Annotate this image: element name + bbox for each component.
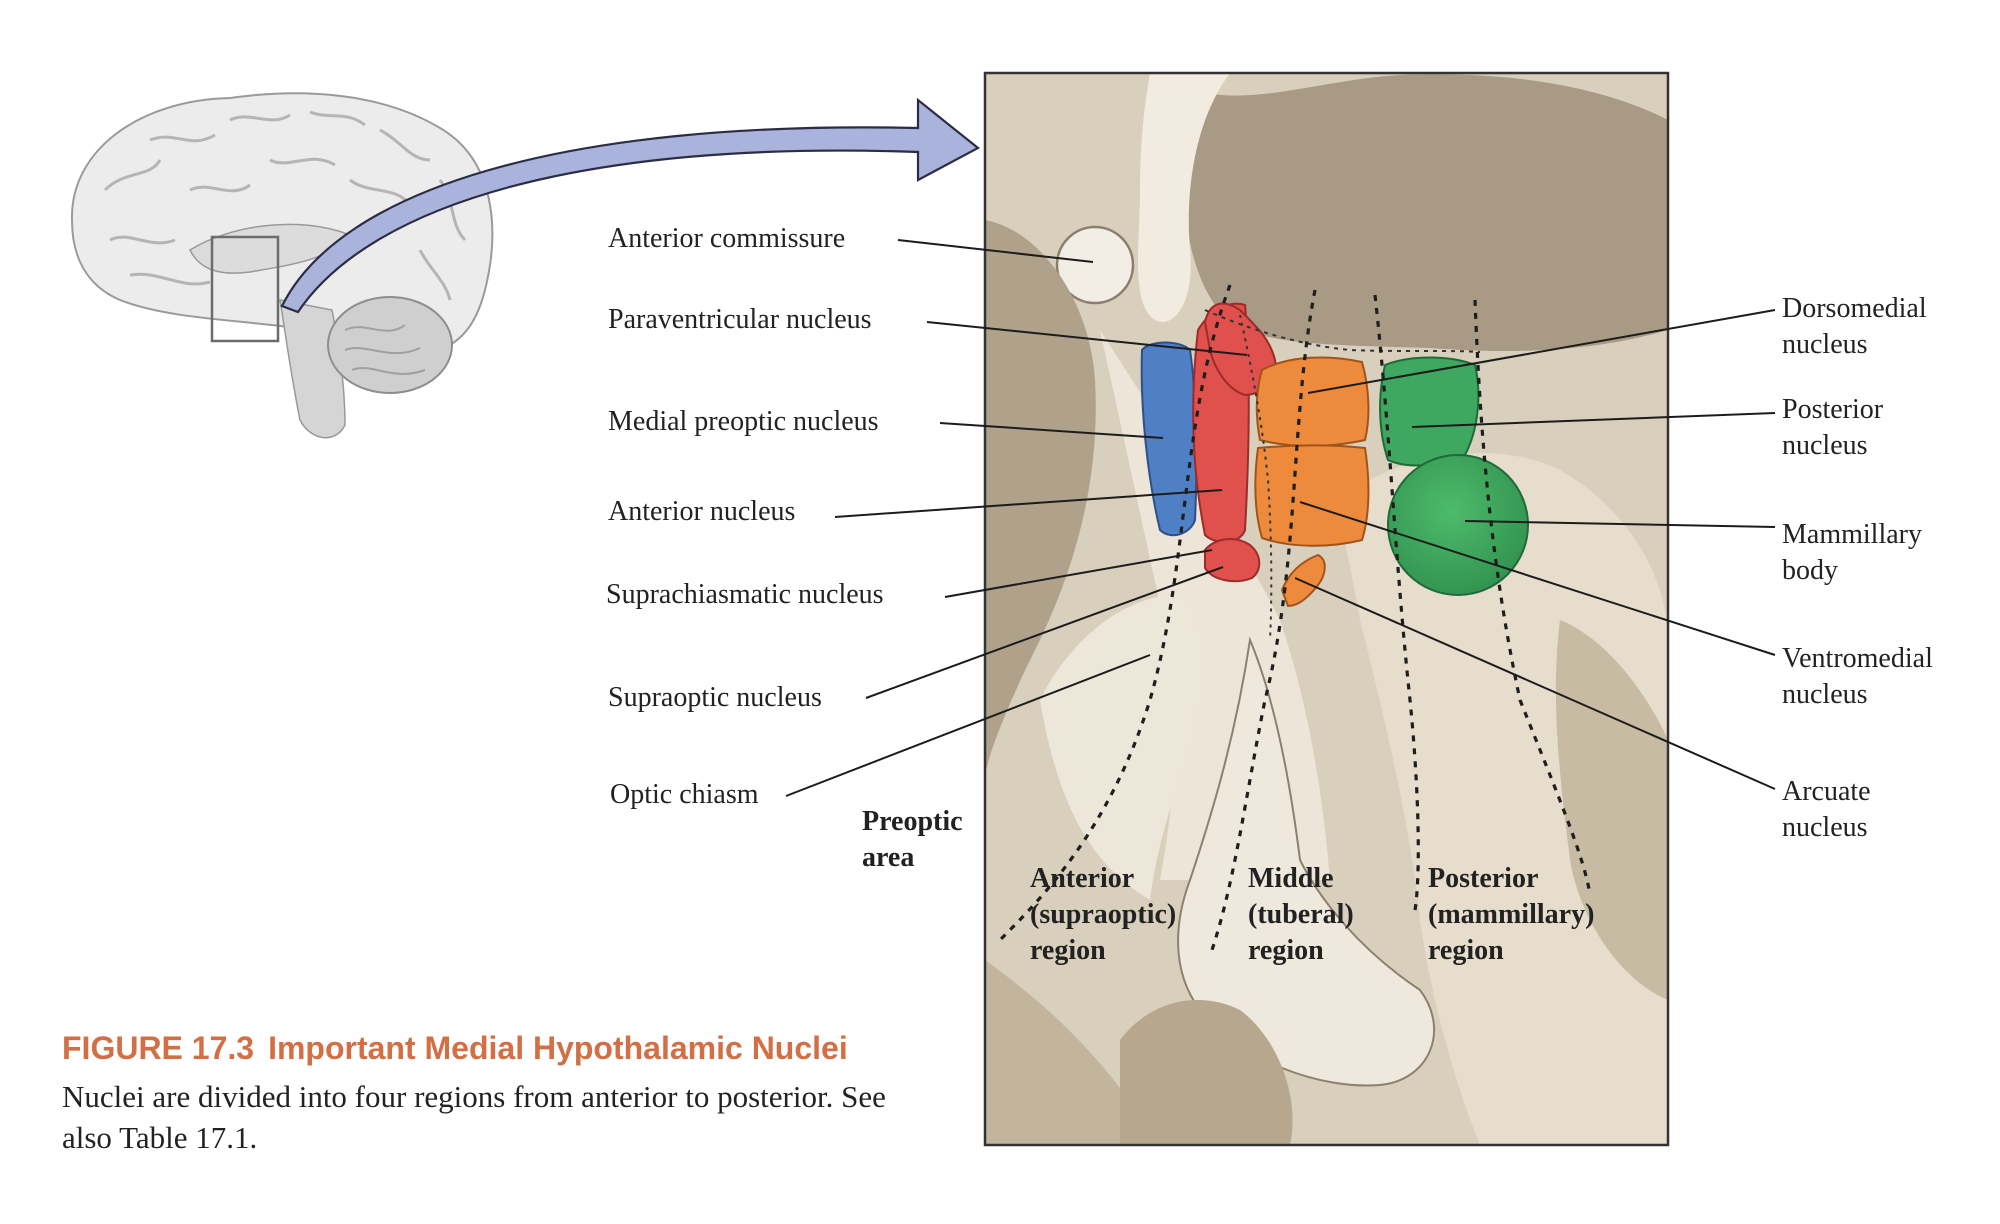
label-dorsomedial-nucleus: Dorsomedial nucleus	[1782, 291, 1927, 363]
label-paraventricular-nucleus: Paraventricular nucleus	[608, 304, 872, 335]
region-preoptic-area: Preoptic area	[862, 804, 963, 876]
label-suprachiasmatic-nucleus: Suprachiasmatic nucleus	[606, 579, 884, 610]
figure-caption: Nuclei are divided into four regions fro…	[62, 1079, 886, 1155]
label-mammillary-line2: body	[1782, 555, 1838, 586]
label-arcuate-line1: Arcuate	[1782, 776, 1871, 807]
label-posterior-nucleus: Posterior nucleus	[1782, 392, 1883, 464]
label-ventromedial-nucleus: Ventromedial nucleus	[1782, 641, 1933, 713]
region-posterior-line1: Posterior	[1428, 863, 1539, 894]
label-dorsomedial-line1: Dorsomedial	[1782, 293, 1927, 324]
region-posterior: Posterior (mammillary) region	[1428, 861, 1594, 969]
label-medial-preoptic-nucleus: Medial preoptic nucleus	[608, 406, 879, 437]
label-dorsomedial-line2: nucleus	[1782, 329, 1868, 360]
arcuate-nucleus-shape	[1280, 553, 1326, 608]
label-mammillary-body: Mammillary body	[1782, 517, 1922, 589]
posterior-nucleus-shape	[1379, 356, 1480, 467]
region-preoptic-line2: area	[862, 842, 915, 873]
ventromedial-nucleus-shape	[1254, 444, 1370, 547]
region-middle-line3: region	[1248, 935, 1324, 966]
suprachiasmatic-nucleus-shape	[1204, 538, 1261, 583]
zoom-arrow	[280, 97, 980, 314]
region-anterior: Anterior (supraoptic) region	[1030, 861, 1176, 969]
label-arcuate-nucleus: Arcuate nucleus	[1782, 774, 1871, 846]
brain-thumbnail	[70, 92, 494, 439]
dorsomedial-nucleus-shape	[1255, 356, 1370, 447]
label-mammillary-line1: Mammillary	[1782, 519, 1922, 550]
hypothalamus-panel	[985, 73, 1668, 1145]
leader-lines	[785, 239, 1776, 797]
label-supraoptic-nucleus: Supraoptic nucleus	[608, 682, 822, 713]
region-middle-line2: (tuberal)	[1248, 899, 1354, 930]
label-anterior-nucleus: Anterior nucleus	[608, 496, 796, 527]
region-anterior-line3: region	[1030, 935, 1106, 966]
region-posterior-line3: region	[1428, 935, 1504, 966]
label-posterior-line2: nucleus	[1782, 430, 1868, 461]
label-ventromedial-line2: nucleus	[1782, 679, 1868, 710]
label-anterior-commissure: Anterior commissure	[608, 223, 846, 254]
region-middle-line1: Middle	[1248, 863, 1334, 894]
label-arcuate-line2: nucleus	[1782, 812, 1868, 843]
region-anterior-line2: (supraoptic)	[1030, 899, 1177, 930]
paraventricular-nucleus-shape	[1203, 302, 1277, 397]
figure-title: FIGURE 17.3 Important Medial Hypothalamic…	[62, 1030, 848, 1067]
mammillary-body-shape	[1387, 454, 1529, 596]
region-middle: Middle (tuberal) region	[1248, 861, 1354, 969]
brain-inset-box	[210, 235, 280, 343]
region-preoptic-line1: Preoptic	[862, 806, 963, 837]
region-anterior-line1: Anterior	[1030, 863, 1135, 894]
label-ventromedial-line1: Ventromedial	[1782, 643, 1933, 674]
label-posterior-line1: Posterior	[1782, 394, 1884, 425]
figure-title-text: Important Medial Hypothalamic Nuclei	[268, 1030, 848, 1066]
figure-number: FIGURE 17.3	[62, 1030, 255, 1066]
panel-border	[983, 71, 1670, 1147]
region-posterior-line2: (mammillary)	[1428, 899, 1595, 930]
label-optic-chiasm: Optic chiasm	[610, 779, 759, 810]
